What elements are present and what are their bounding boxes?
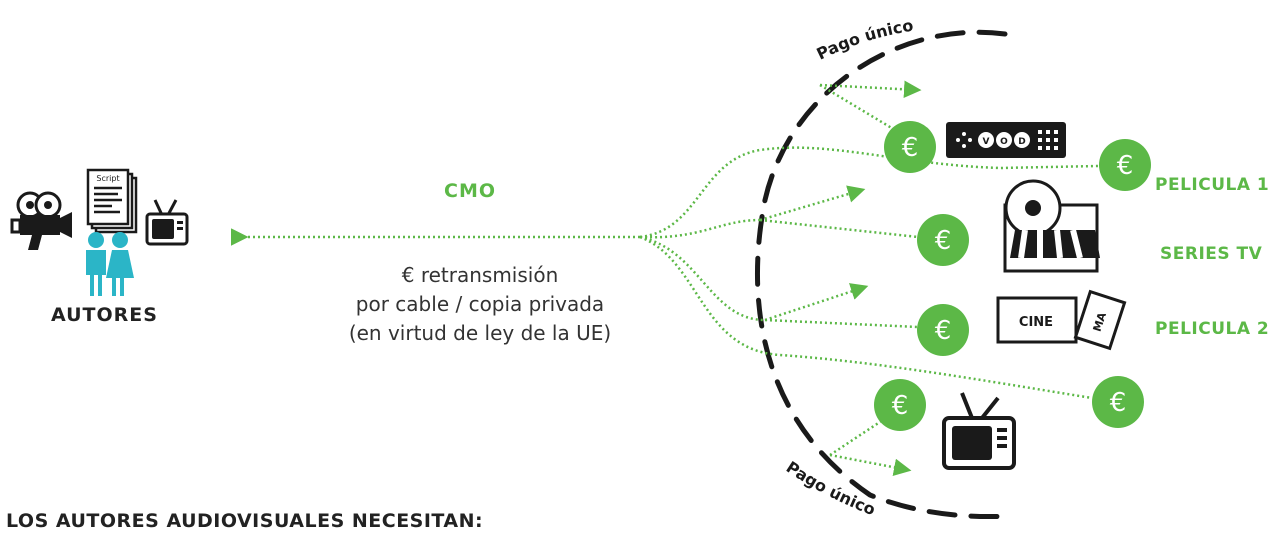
caption-line: (en virtud de ley de la UE) bbox=[348, 321, 612, 345]
tv-icon bbox=[942, 392, 1016, 470]
authors-label: AUTORES bbox=[51, 304, 158, 326]
euro-coin-icon: € bbox=[884, 121, 936, 173]
cinema-ticket-icon: CINE MA bbox=[996, 289, 1127, 351]
svg-text:€: € bbox=[1110, 388, 1127, 418]
boundary-dashed-arc bbox=[755, 29, 1013, 520]
svg-text:€: € bbox=[1117, 151, 1134, 181]
people-icon bbox=[86, 232, 134, 296]
cmo-label: CMO bbox=[444, 180, 497, 202]
pelicula2-label: PELICULA 2 bbox=[1155, 319, 1270, 339]
euro-coin-icon: € bbox=[1092, 376, 1144, 428]
pelicula1-label: PELICULA 1 bbox=[1155, 175, 1270, 195]
pago-unico-top-label: Pago único bbox=[814, 16, 915, 64]
vod-player-icon: V O D bbox=[946, 122, 1066, 158]
script-icon: Script bbox=[86, 168, 138, 234]
series-tv-label: SERIES TV bbox=[1160, 244, 1263, 264]
footer-heading: LOS AUTORES AUDIOVISUALES NECESITAN: bbox=[6, 510, 484, 532]
svg-text:D: D bbox=[1018, 137, 1025, 147]
svg-text:€: € bbox=[902, 133, 919, 163]
svg-text:V: V bbox=[983, 137, 990, 147]
euro-coin-icon: € bbox=[917, 304, 969, 356]
svg-text:Script: Script bbox=[96, 174, 119, 183]
remuneration-caption: € retransmisión por cable / copia privad… bbox=[270, 261, 690, 348]
caption-line: por cable / copia privada bbox=[355, 292, 605, 316]
flow-lines bbox=[639, 80, 1099, 476]
cinema-store-icon bbox=[1003, 179, 1100, 273]
svg-text:€: € bbox=[935, 226, 952, 256]
caption-line: € retransmisión bbox=[401, 263, 559, 287]
euro-coin-icon: € bbox=[917, 214, 969, 266]
euro-coin-icon: € bbox=[874, 379, 926, 431]
svg-text:CINE: CINE bbox=[1019, 315, 1053, 330]
svg-text:MA: MA bbox=[1091, 310, 1110, 333]
svg-text:€: € bbox=[935, 316, 952, 346]
tv-icon bbox=[145, 199, 189, 246]
euro-coin-icon: € bbox=[1099, 139, 1151, 191]
svg-text:€: € bbox=[892, 391, 909, 421]
svg-text:O: O bbox=[1000, 137, 1008, 147]
film-camera-icon bbox=[10, 191, 72, 250]
